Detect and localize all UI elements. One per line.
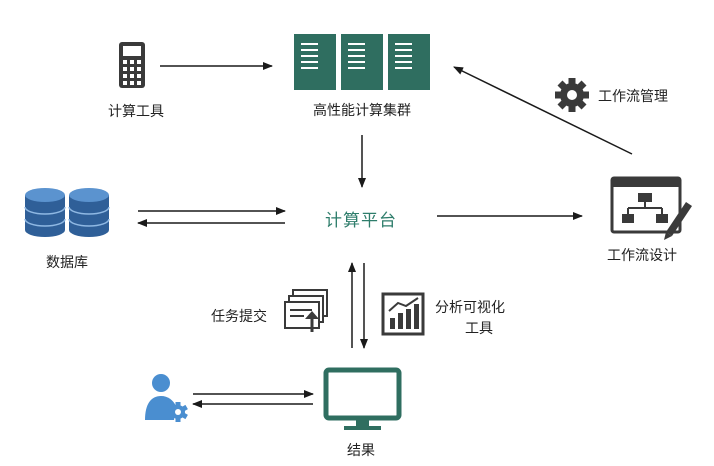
monitor-icon: [323, 367, 402, 430]
workflow-manage-label: 工作流管理: [598, 89, 668, 105]
analysis-tool-label-line1: 分析可视化: [435, 300, 505, 316]
workflow-design-label: 工作流设计: [607, 248, 677, 264]
calculator-label: 计算工具: [108, 104, 164, 120]
platform-label: 计算平台: [325, 211, 397, 231]
task-submit-label: 任务提交: [211, 309, 267, 325]
result-label: 结果: [347, 443, 375, 459]
pen-icon: [664, 202, 692, 240]
upload-arrow-icon: [305, 311, 319, 332]
task-submit-icon: [284, 289, 328, 332]
arrow-workflow-to-cluster: [453, 66, 633, 155]
user-settings-icon: [145, 374, 188, 422]
gear-icon: [555, 78, 589, 112]
analysis-tool-label-line2: 工具: [465, 321, 493, 337]
calculator-icon: [119, 42, 145, 88]
database-label: 数据库: [46, 255, 88, 271]
cluster-label: 高性能计算集群: [313, 103, 411, 119]
server-cluster-icon: [294, 34, 430, 90]
user-gear-icon: [168, 402, 188, 422]
chart-analysis-icon: [381, 292, 425, 336]
workflow-design-icon: [610, 176, 692, 240]
database-icon: [24, 188, 110, 237]
